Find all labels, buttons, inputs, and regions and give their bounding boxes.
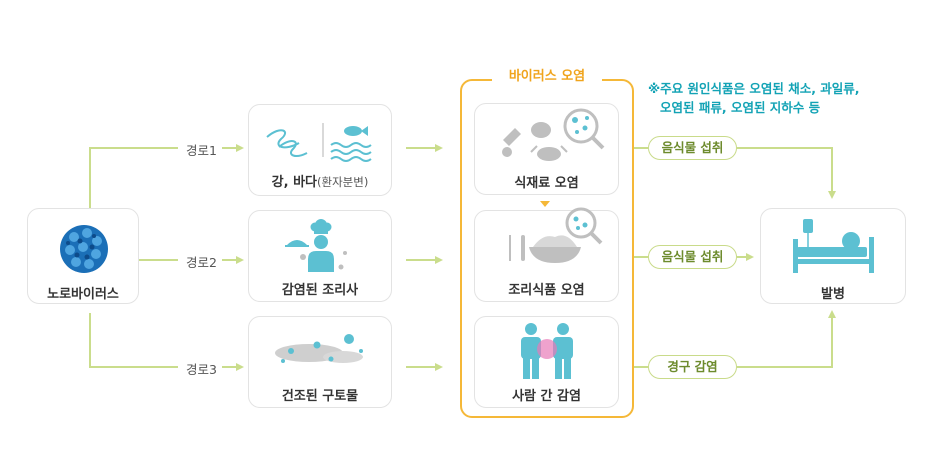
person-to-person-label: 사람 간 감염 (512, 389, 581, 404)
onset-label: 발병 (821, 287, 845, 302)
food-intake-pill-2: 음식물 섭취 (648, 245, 737, 269)
infected-cook-label: 감염된 조리사 (281, 283, 359, 298)
cooked-food-contamination-box: 조리식품 오염 (474, 207, 619, 302)
norovirus-box: 노로바이러스 (27, 208, 139, 304)
note-text: ※주요 원인식품은 오염된 채소, 과일류, 오염된 패류, 오염된 지하수 등 (648, 79, 860, 117)
river-sea-label: 강, 바다(환자분변) (249, 171, 391, 190)
onset-box: 발병 (760, 208, 906, 304)
norovirus-icon (60, 225, 108, 273)
route-3-label: 경로3 (186, 362, 217, 377)
note-line-2: 오염된 패류, 오염된 지하수 등 (660, 100, 821, 115)
water-icon (266, 123, 372, 162)
dried-vomit-label: 건조된 구토물 (281, 389, 359, 404)
note-line-1: ※주요 원인식품은 오염된 채소, 과일류, (648, 81, 860, 96)
cook-icon (285, 219, 347, 272)
infected-cook-box: 감염된 조리사 (248, 210, 392, 302)
river-sea-main: 강, 바다 (271, 175, 318, 190)
river-sea-sub: (환자분변) (317, 175, 369, 189)
oral-infection-pill: 경구 감염 (648, 355, 737, 379)
cooked-food-contamination-label: 조리식품 오염 (508, 283, 585, 298)
river-sea-box: 강, 바다(환자분변) (248, 104, 392, 196)
vomit-icon (275, 334, 363, 363)
norovirus-label: 노로바이러스 (47, 287, 119, 302)
seafood-icon (502, 108, 605, 161)
dried-vomit-box: 건조된 구토물 (248, 316, 392, 408)
ingredient-contamination-label: 식재료 오염 (514, 176, 579, 191)
food-dish-icon (509, 207, 603, 263)
food-intake-pill-1: 음식물 섭취 (648, 136, 737, 160)
hospital-bed-icon (793, 219, 874, 273)
person-to-person-box: 사람 간 감염 (474, 316, 619, 408)
virus-contamination-title: 바이러스 오염 (492, 68, 602, 86)
route-1-label: 경로1 (186, 143, 217, 158)
ingredient-contamination-box: 식재료 오염 (474, 103, 619, 195)
people-icon (521, 323, 573, 379)
route-2-label: 경로2 (186, 255, 217, 270)
